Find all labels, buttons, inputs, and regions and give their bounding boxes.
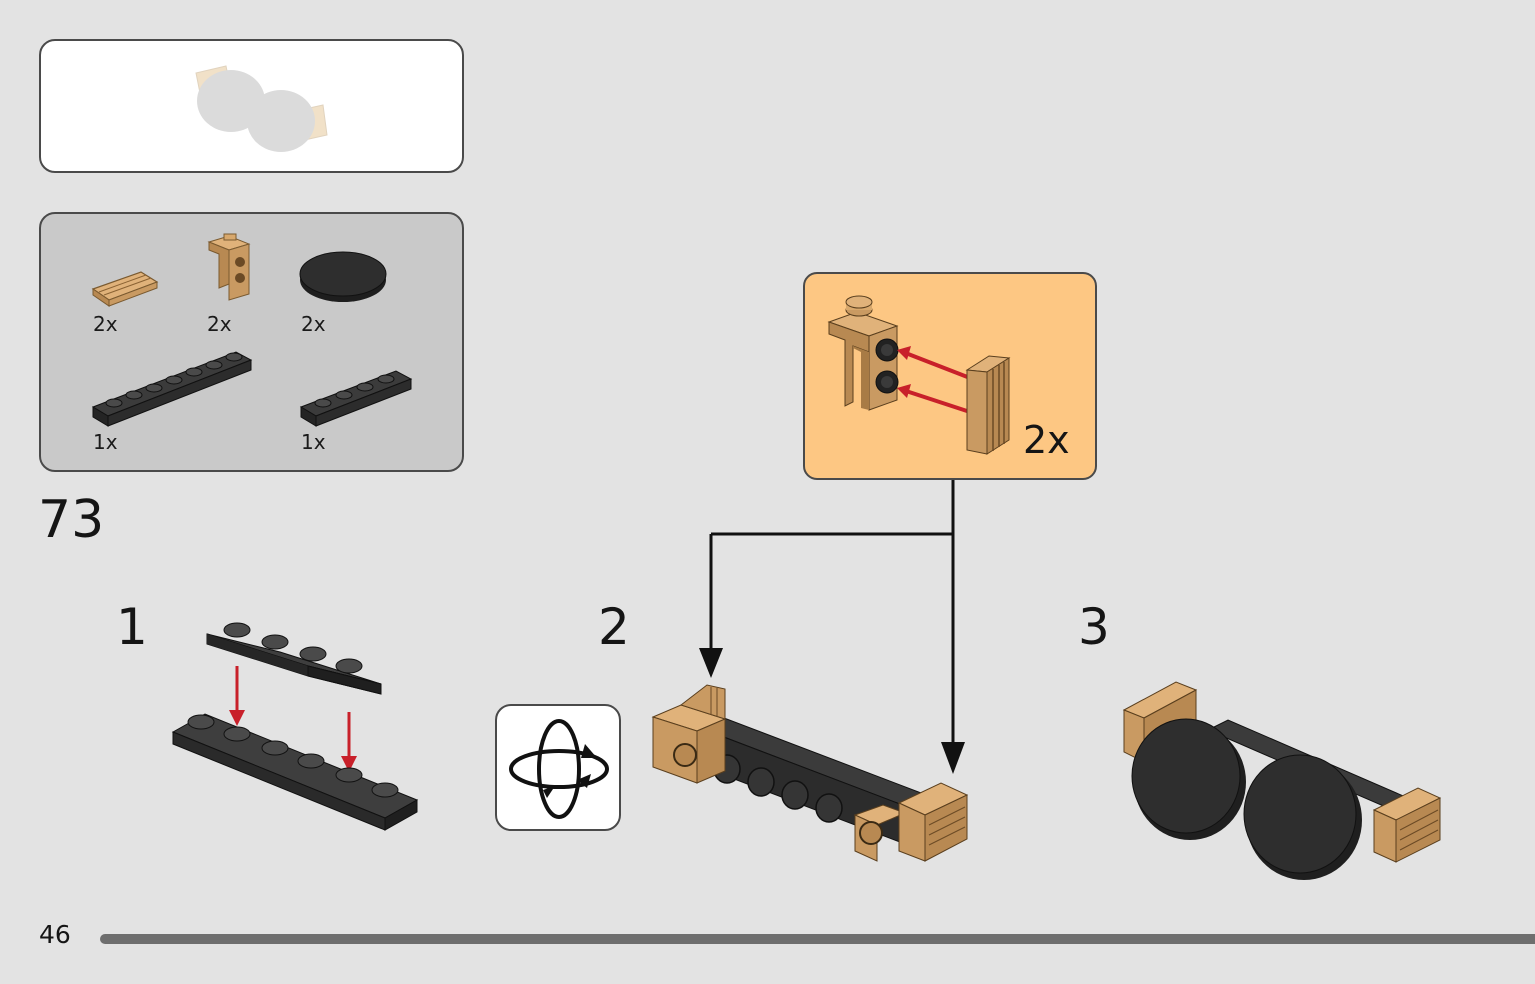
arrow-down-icon [699, 648, 723, 678]
substep-number-2: 2 [598, 598, 630, 656]
page-progress-bar [100, 934, 1535, 944]
part-qty-bracket: 2x [207, 312, 232, 336]
page-number: 46 [39, 920, 71, 949]
part-qty-plate-1x4: 1x [301, 430, 326, 454]
part-qty-plate-1x8: 1x [93, 430, 118, 454]
rotate-model-icon [509, 719, 609, 819]
part-qty-tile-grille: 2x [93, 312, 118, 336]
substep-3-illustration [1122, 681, 1442, 880]
substep-1-illustration [171, 622, 419, 831]
part-qty-round-tile: 2x [301, 312, 326, 336]
callout-subassembly-box: 2x [803, 272, 1097, 480]
substep-number-1: 1 [116, 598, 148, 656]
assembly-preview-panel [39, 39, 464, 173]
part-tile-grille-icon [91, 233, 413, 427]
substep-2-illustration [651, 684, 969, 862]
substep-number-3: 3 [1078, 598, 1110, 656]
callout-illustration [827, 295, 1011, 455]
step-number: 73 [38, 490, 105, 550]
callout-quantity: 2x [1023, 418, 1070, 462]
rotate-model-box [495, 704, 621, 831]
parts-list-panel: 2x 2x 2x 1x 1x [39, 212, 464, 472]
preview-assembly-image [195, 65, 328, 152]
